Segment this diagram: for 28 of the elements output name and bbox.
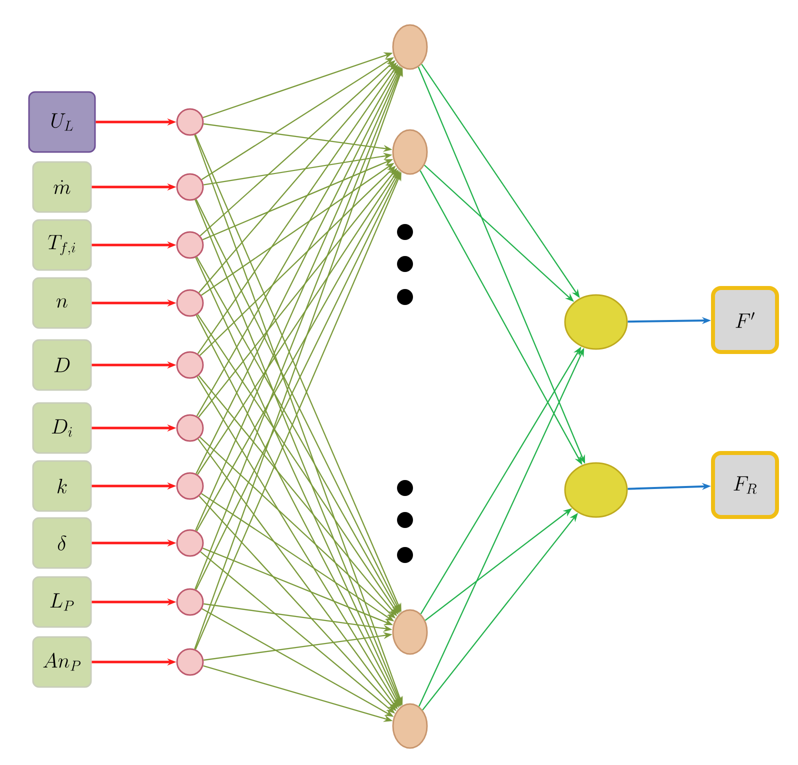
input-box: $\delta$ (32, 517, 92, 569)
input-box: $T_{f,i}$ (32, 219, 92, 271)
input-neuron (176, 529, 204, 557)
input-neuron (176, 173, 204, 201)
hidden-neuron (392, 129, 428, 175)
input-neuron (176, 588, 204, 616)
input-neuron (176, 231, 204, 259)
input-box: $An_P$ (32, 636, 92, 688)
input-neuron (176, 289, 204, 317)
input-box: $k$ (32, 460, 92, 512)
input-neuron (176, 351, 204, 379)
input-box: $n$ (32, 277, 92, 329)
input-box: $D_i$ (32, 402, 92, 454)
input-box: $L_P$ (32, 576, 92, 628)
input-neuron (176, 108, 204, 136)
output-box: $F_R$ (711, 451, 779, 519)
input-neuron (176, 414, 204, 442)
output-neuron (564, 294, 628, 350)
input-box: $U_L$ (28, 91, 96, 153)
input-box: $D$ (32, 339, 92, 391)
input-neuron (176, 648, 204, 676)
input-box: $\dot{m}$ (32, 161, 92, 213)
hidden-neuron (392, 609, 428, 655)
output-box: $F'$ (711, 286, 779, 354)
hidden-neuron (392, 703, 428, 749)
output-neuron (564, 462, 628, 518)
input-neuron (176, 472, 204, 500)
hidden-neuron (392, 24, 428, 70)
